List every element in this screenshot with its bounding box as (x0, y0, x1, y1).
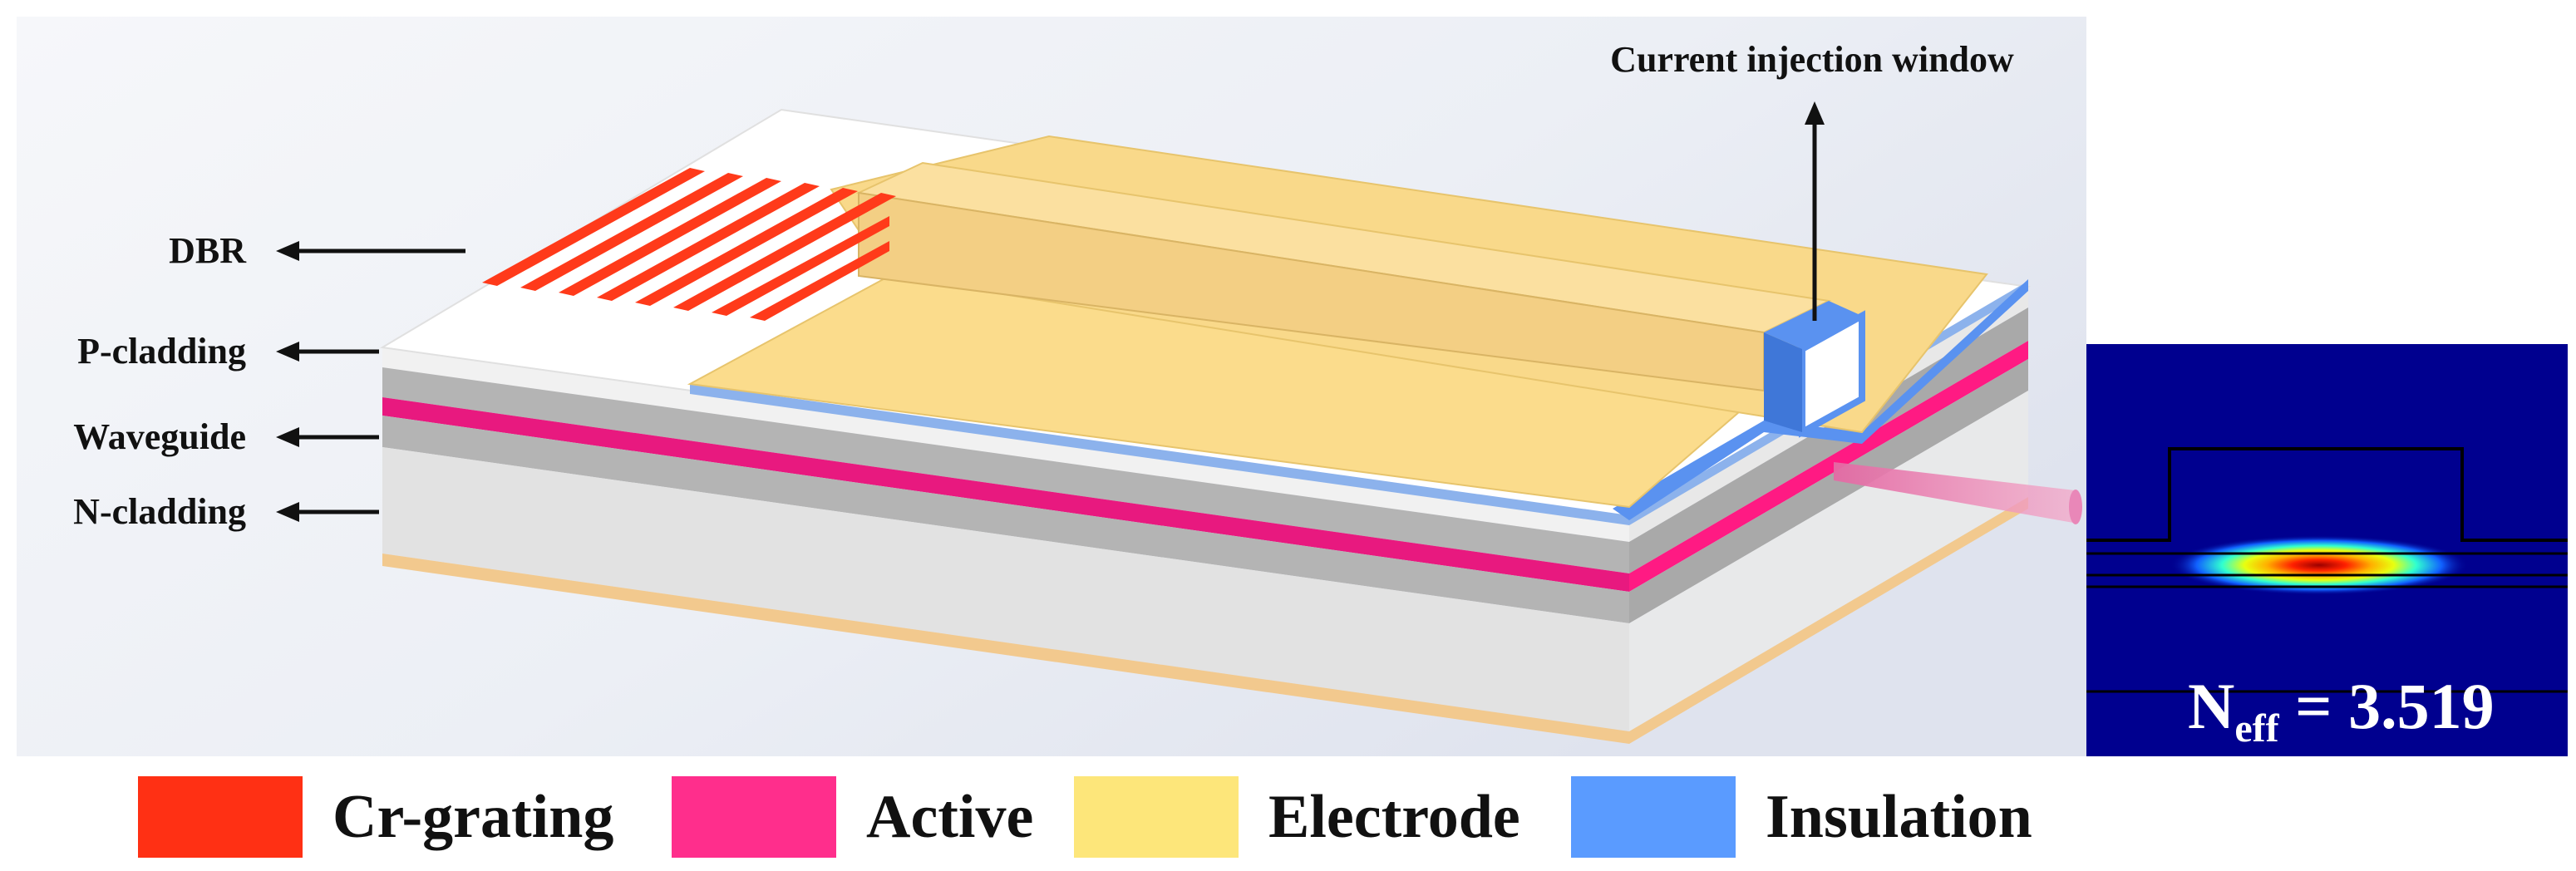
legend-label-active: Active (866, 783, 1034, 851)
insulation-layer (690, 279, 2028, 525)
current-window-callout: Current injection window (1610, 39, 2014, 321)
mode-field (2170, 535, 2469, 595)
neff-symbol: N (2188, 670, 2235, 742)
n-cladding-callout: N-cladding (73, 491, 379, 532)
n-cladding-label: N-cladding (73, 491, 246, 532)
legend-label-insulation: Insulation (1766, 783, 2032, 851)
dbr-callout: DBR (169, 230, 465, 271)
mode-profile-panel (2086, 344, 2568, 756)
legend: Cr-grating Active Electrode Insulation (0, 763, 2576, 871)
legend-swatch-insulation (1571, 776, 1736, 858)
active-layer-front (382, 397, 1629, 592)
current-window-label: Current injection window (1610, 39, 2014, 80)
chip-front-face (382, 347, 1629, 744)
legend-label-cr-grating: Cr-grating (332, 783, 614, 851)
output-beam (1834, 462, 2078, 524)
legend-swatch-cr-grating (138, 776, 303, 858)
neff-subscript: eff (2234, 706, 2279, 750)
cr-grating (482, 168, 896, 321)
beam-spot (2069, 490, 2082, 524)
dbr-label: DBR (169, 230, 247, 271)
waveguide-label: Waveguide (73, 416, 246, 457)
p-cladding-callout: P-cladding (77, 331, 379, 372)
waveguide-callout: Waveguide (73, 416, 379, 457)
neff-value: Neff = 3.519 (2188, 657, 2537, 756)
p-cladding-label: P-cladding (77, 331, 246, 372)
current-injection-window (1764, 301, 1865, 438)
neff-equals: = 3.519 (2295, 670, 2495, 742)
legend-label-electrode: Electrode (1268, 783, 1520, 851)
legend-swatch-electrode (1074, 776, 1239, 858)
legend-swatch-active (672, 776, 836, 858)
ridge-outline (2086, 447, 2568, 542)
